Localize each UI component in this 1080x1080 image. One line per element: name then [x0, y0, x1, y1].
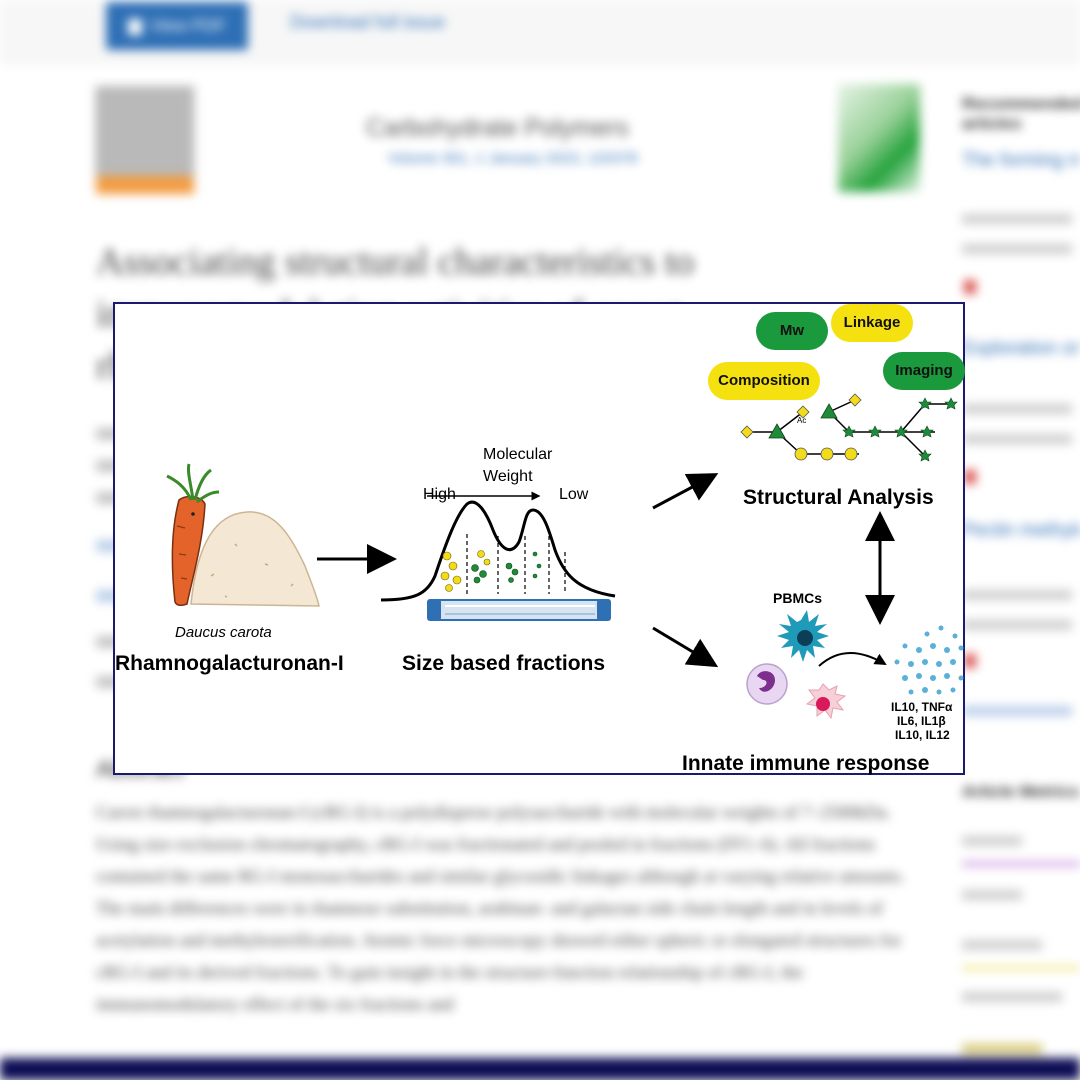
metric-readers — [962, 890, 1022, 900]
graphical-abstract: Mw Linkage Composition Imaging Ac Daucus… — [113, 302, 965, 775]
recommended-link-2[interactable]: Exploration on the rehydration... — [962, 338, 1080, 359]
mw-label-line2: Weight — [483, 468, 533, 485]
top-toolbar: View PDF Download full issue — [0, 0, 1080, 63]
species-label: Daucus carota — [175, 624, 272, 641]
recommended-link-3[interactable]: Pectin methylesterase inhibitor... — [962, 520, 1080, 541]
metric-captures — [962, 836, 1022, 846]
sec-column-icon — [427, 599, 611, 621]
innate-response-label: Innate immune response — [682, 752, 930, 775]
recommended-meta — [962, 214, 1072, 224]
recommended-meta — [962, 404, 1072, 414]
tag-composition: Composition — [708, 362, 820, 400]
pbmcs-label: PBMCs — [773, 590, 823, 606]
cytokines-line2: IL6, IL1β — [897, 714, 946, 728]
metric-mentions — [962, 940, 1042, 950]
journal-cover-image[interactable] — [838, 84, 920, 192]
arrow-to-immune — [652, 626, 719, 668]
metric-bar — [962, 966, 1080, 970]
journal-volume[interactable]: Volume 301 — [388, 150, 468, 167]
structural-analysis-label: Structural Analysis — [743, 486, 934, 509]
fractions-label: Size based fractions — [402, 652, 606, 675]
glycan-structure-icon — [740, 393, 958, 462]
recommended-meta — [962, 620, 1072, 630]
recommended-meta — [962, 434, 1072, 444]
tag-mw: Mw — [756, 312, 828, 350]
pdf-icon — [128, 18, 143, 35]
recommended-heading: Recommended articles — [962, 94, 1080, 133]
journal-title[interactable]: Carbohydrate Polymers — [366, 114, 629, 142]
elsevier-wordmark — [96, 176, 194, 194]
view-pdf-label: View PDF — [150, 16, 226, 35]
graphical-abstract-illustration — [166, 393, 964, 720]
journal-issue-date: 1 January 2023, 120378 — [475, 150, 638, 167]
recommended-view-pdf[interactable] — [964, 470, 1054, 484]
carrot-icon — [166, 463, 220, 607]
cytokines-line3: IL10, IL12 — [895, 728, 950, 742]
tag-imaging: Imaging — [883, 352, 965, 390]
recommended-view-pdf[interactable] — [964, 654, 1054, 668]
tag-linkage: Linkage — [831, 304, 913, 342]
abstract-text: Carrot rhamnogalacturonan-I (cRG-I) is a… — [96, 802, 905, 1014]
metric-social — [962, 992, 1062, 1002]
pdf-icon — [964, 280, 976, 294]
recommended-meta — [962, 244, 1072, 254]
acetyl-label: Ac — [797, 416, 807, 425]
nk-cell — [805, 683, 847, 720]
arrow-to-structural — [652, 473, 719, 510]
monocyte-cell — [746, 663, 788, 705]
bottom-band — [0, 1058, 1080, 1080]
dendritic-cell — [777, 610, 829, 662]
mw-label-line1: Molecular — [483, 446, 553, 463]
recommended-meta — [962, 590, 1072, 600]
metric-bar — [962, 862, 1080, 866]
pbmc-cells-icon — [746, 610, 887, 720]
rg1-label: Rhamnogalacturonan-I — [115, 652, 344, 675]
journal-volume-line: Volume 301, 1 January 2023, 120378 — [388, 150, 638, 167]
pdf-icon — [964, 654, 976, 668]
pdf-icon — [964, 470, 976, 484]
cytokine-dots — [894, 625, 964, 695]
view-pdf-button[interactable]: View PDF — [106, 2, 248, 50]
download-issue-link[interactable]: Download full issue — [290, 12, 446, 32]
show-more-link[interactable] — [962, 706, 1072, 716]
rg1-powder-pile — [190, 511, 320, 607]
high-mw-label: High — [423, 486, 456, 503]
metrics-heading: Article Metrics — [962, 782, 1080, 801]
plumx-logo — [962, 1044, 1042, 1054]
low-mw-label: Low — [559, 486, 589, 503]
recommended-view-pdf[interactable] — [964, 280, 1054, 294]
chromatogram — [380, 491, 616, 602]
cytokines-line1: IL10, TNFα — [891, 700, 953, 714]
recommended-link-1[interactable]: The forming mechanism of pectin... — [962, 150, 1080, 171]
